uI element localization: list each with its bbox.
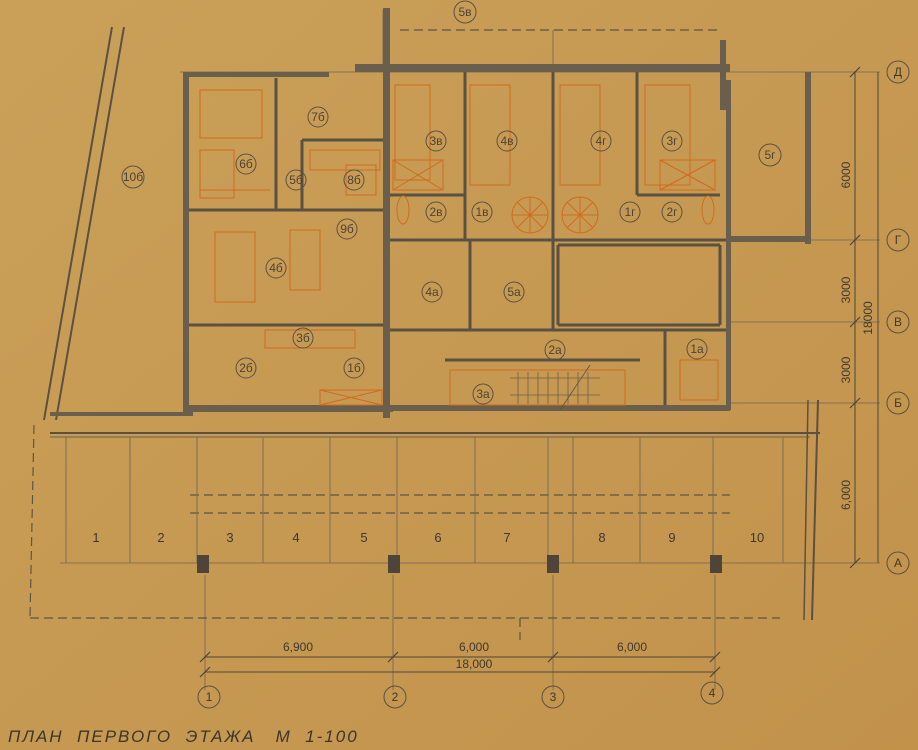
- dim-right-mid2: 3000: [839, 356, 853, 383]
- axis-marker-g: Г: [895, 233, 902, 247]
- bay-number: 3: [226, 530, 233, 545]
- bay-number: 2: [157, 530, 164, 545]
- right-dimensions: 6000 3000 3000 6,000 18000: [839, 66, 879, 569]
- axis-marker-b: Б: [894, 396, 902, 410]
- axis-marker-d: Д: [894, 65, 902, 79]
- drawing-title: ПЛАН ПЕРВОГО ЭТАЖА М 1-100: [8, 727, 359, 746]
- axis-markers-letters: Д Г В Б А: [886, 60, 910, 575]
- axis-marker-v: В: [894, 315, 902, 329]
- room-label-2a: 2а: [548, 343, 562, 357]
- parking-bay-numbers: 1 2 3 4 5 6 7 8 9 10: [92, 530, 764, 545]
- room-label-5g: 5г: [764, 148, 776, 162]
- parking-area: [50, 399, 820, 621]
- dim-span-1: 6,900: [283, 640, 313, 654]
- axis-marker-4: 4: [709, 686, 716, 700]
- room-label-3v: 3в: [429, 134, 442, 148]
- bay-number: 10: [750, 530, 764, 545]
- interior-walls: [189, 72, 726, 405]
- room-label-1b: 1б: [347, 361, 361, 375]
- dim-right-top: 6000: [839, 161, 853, 188]
- room-label-7b: 7б: [311, 110, 325, 124]
- bottom-dimensions: 6,900 6,000 6,000 18,000: [199, 640, 721, 678]
- dim-right-bottom: 6,000: [839, 480, 853, 510]
- axis-marker-1: 1: [206, 690, 213, 704]
- bay-number: 9: [668, 530, 675, 545]
- stair-hatching: [510, 364, 600, 411]
- furniture-sketch: [199, 84, 719, 406]
- room-label-2v: 2в: [429, 205, 442, 219]
- bay-number: 7: [503, 530, 510, 545]
- bay-number: 1: [92, 530, 99, 545]
- room-label-5b: 5б: [289, 173, 303, 187]
- room-label-4a: 4а: [425, 285, 439, 299]
- room-label-5a: 5а: [507, 285, 521, 299]
- bay-number: 6: [434, 530, 441, 545]
- room-label-4b: 4б: [269, 261, 283, 275]
- dim-right-total: 18000: [861, 301, 875, 335]
- room-label-5v-top: 5в: [458, 5, 471, 19]
- room-label-2b: 2б: [239, 361, 253, 375]
- room-label-6b: 6б: [239, 157, 253, 171]
- dim-span-2: 6,000: [459, 640, 489, 654]
- axis-marker-a: А: [894, 556, 902, 570]
- room-label-10b: 10б: [123, 170, 143, 184]
- room-label-1v: 1в: [475, 205, 488, 219]
- exterior-walls: [50, 8, 811, 418]
- room-label-1a: 1а: [690, 342, 704, 356]
- axis-marker-3: 3: [550, 690, 557, 704]
- dim-total-bottom: 18,000: [456, 657, 493, 671]
- dim-right-mid1: 3000: [839, 276, 853, 303]
- spiral-stairs: [511, 196, 599, 234]
- axis-marker-2: 2: [392, 690, 399, 704]
- room-label-3b: 3б: [296, 331, 310, 345]
- columns: [197, 555, 722, 573]
- bay-number: 5: [360, 530, 367, 545]
- bay-number: 8: [598, 530, 605, 545]
- room-label-3a: 3а: [476, 387, 490, 401]
- dim-span-3: 6,000: [617, 640, 647, 654]
- room-label-3g: 3г: [666, 134, 678, 148]
- site-boundary-diagonal: [43, 26, 125, 421]
- room-label-4g: 4г: [595, 134, 607, 148]
- room-label-2g: 2г: [666, 205, 678, 219]
- room-markers: 10б 7б 6б 5б 8б 9б 4б 3б 2б 1б 5в 3в 4в …: [121, 0, 782, 405]
- bay-number: 4: [292, 530, 299, 545]
- room-label-1g: 1г: [624, 205, 636, 219]
- axis-markers-numbers: 1 2 3 4: [197, 681, 724, 709]
- room-label-4v: 4в: [500, 134, 513, 148]
- room-label-9b: 9б: [340, 222, 354, 236]
- room-label-8b: 8б: [347, 173, 361, 187]
